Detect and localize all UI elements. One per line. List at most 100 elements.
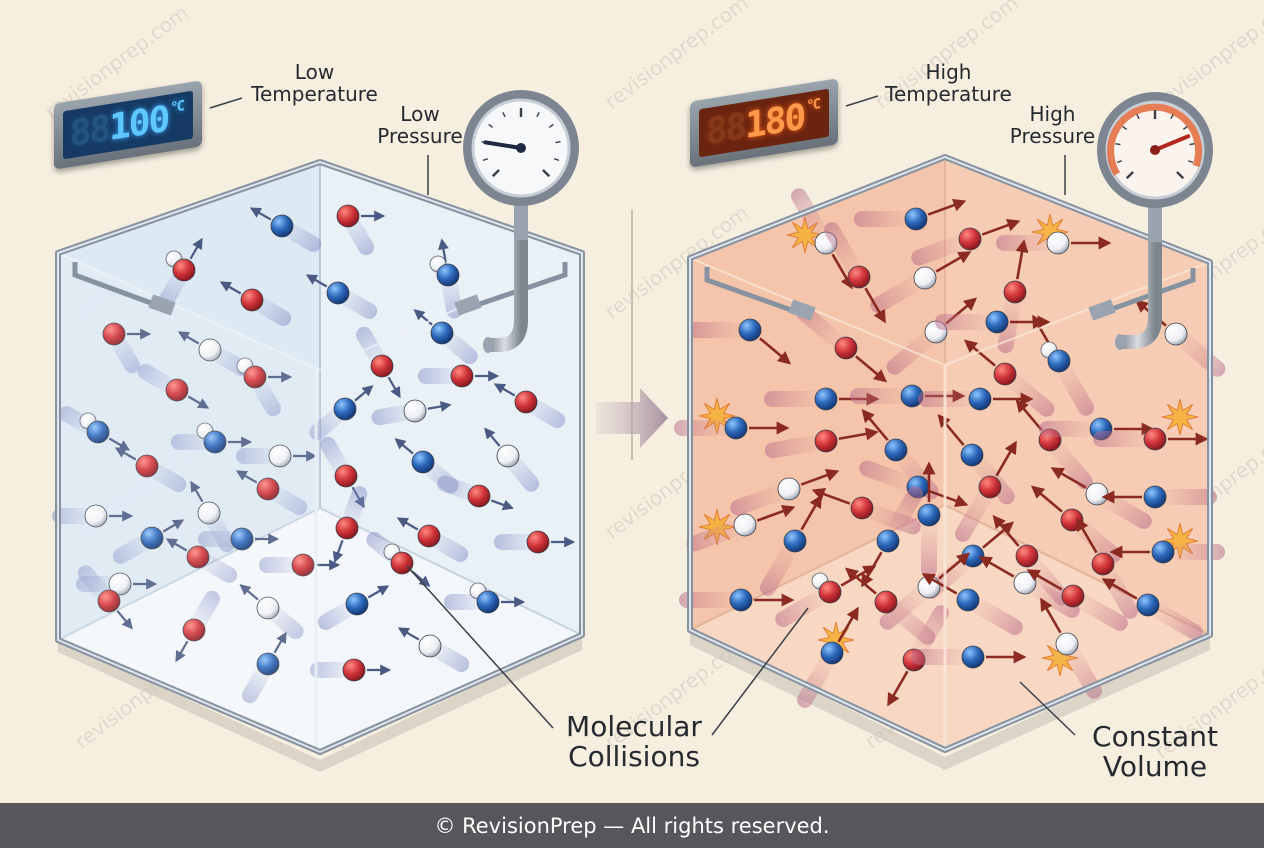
motion-trail <box>1071 592 1128 631</box>
molecule <box>493 383 566 428</box>
motion-trail <box>679 592 741 608</box>
red-atom <box>834 336 858 360</box>
velocity-arrow <box>239 584 259 601</box>
molecule <box>1101 578 1203 640</box>
blue-atom <box>86 420 110 444</box>
gauge-tick <box>488 123 494 128</box>
velocity-arrow <box>981 219 1021 236</box>
white-atom <box>496 444 520 468</box>
low-pressure-label: Low Pressure <box>377 102 463 148</box>
molecule <box>688 318 792 365</box>
red-atom <box>335 516 359 540</box>
red-atom <box>1143 427 1167 451</box>
molecule <box>396 517 469 562</box>
ghost-digits: 88 <box>705 105 746 153</box>
velocity-arrow <box>844 567 877 595</box>
constant-volume-label: Constant Volume <box>1092 720 1218 784</box>
low-temperature-label: Low Temperature <box>251 60 378 106</box>
motion-trail <box>870 274 927 313</box>
velocity-arrow <box>427 401 452 412</box>
blue-atom <box>904 207 928 231</box>
gauge-tick <box>554 158 560 162</box>
front-top-edge-right <box>944 261 1211 366</box>
molecule <box>870 251 972 313</box>
motion-trail <box>1047 438 1093 490</box>
molecule <box>484 427 540 492</box>
white-atom <box>198 338 222 362</box>
motion-trail <box>911 649 973 665</box>
blue-atom <box>738 318 762 342</box>
motion-trail <box>259 557 303 573</box>
velocity-arrow <box>927 199 967 216</box>
gauge-stem <box>1148 200 1162 242</box>
molecule <box>242 631 287 704</box>
blue-atom <box>140 526 164 550</box>
motion-trail <box>775 588 832 627</box>
leader-high-temperature <box>845 95 879 107</box>
blue-atom <box>430 321 454 345</box>
velocity-arrow <box>963 339 996 367</box>
lid-rim-right <box>461 262 568 313</box>
blue-atom <box>783 529 807 553</box>
red-atom <box>172 258 196 282</box>
white-atom <box>268 444 292 468</box>
molecule <box>811 488 921 535</box>
velocity-arrow <box>992 514 1020 547</box>
front-top-edge-right <box>319 252 583 371</box>
velocity-arrow <box>114 447 137 461</box>
temperature-unit: °C <box>170 98 183 117</box>
red-atom <box>1061 584 1085 608</box>
red-atom <box>1060 508 1084 532</box>
blue-atom <box>968 387 992 411</box>
molecule <box>1101 485 1217 509</box>
velocity-arrow <box>354 385 374 402</box>
gauge-tick <box>482 158 488 162</box>
blue-atom <box>961 645 985 669</box>
velocity-arrow <box>1076 517 1098 554</box>
molecule <box>764 427 879 459</box>
lid-rim-left <box>72 262 171 313</box>
velocity-arrow <box>937 413 965 446</box>
molecule <box>854 199 967 231</box>
molecule <box>679 588 795 612</box>
molecule <box>198 527 280 551</box>
red-atom <box>370 354 394 378</box>
gauge-tick <box>1122 125 1128 130</box>
molecule <box>77 565 133 630</box>
white-atom <box>913 266 937 290</box>
velocity-arrow <box>1015 398 1043 431</box>
red-atom <box>958 227 982 251</box>
molecule <box>336 204 386 256</box>
gauge-tick <box>502 112 506 118</box>
motion-trail <box>935 314 997 330</box>
gauge-tick <box>542 169 551 178</box>
velocity-arrow <box>982 521 1015 549</box>
high-pressure-label: High Pressure <box>1009 102 1096 148</box>
gauge-tick <box>1188 160 1194 164</box>
motion-trail <box>879 584 931 630</box>
red-atom <box>102 322 126 346</box>
molecule <box>955 440 1017 542</box>
molecule <box>918 387 1034 411</box>
motion-trail <box>1055 359 1094 416</box>
molecule <box>317 585 390 630</box>
rim-tab-left <box>788 299 816 321</box>
velocity-arrow <box>396 517 419 531</box>
pipe-end <box>1115 334 1125 350</box>
motion-trail <box>310 662 354 678</box>
molecule <box>494 530 576 554</box>
red-atom <box>135 454 159 478</box>
red-atom <box>334 464 358 488</box>
back-floor-edge-right <box>319 507 583 636</box>
motion-trail <box>418 368 462 384</box>
velocity-arrow <box>187 395 210 409</box>
red-atom <box>1015 544 1039 568</box>
red-atom <box>818 580 842 604</box>
motion-trail <box>764 434 827 459</box>
display-screen: 88 100 °C <box>63 90 193 160</box>
motion-trail <box>730 483 790 516</box>
molecule <box>236 444 318 468</box>
velocity-arrow <box>190 480 204 503</box>
molecule <box>686 505 796 552</box>
velocity-arrow <box>935 251 972 273</box>
